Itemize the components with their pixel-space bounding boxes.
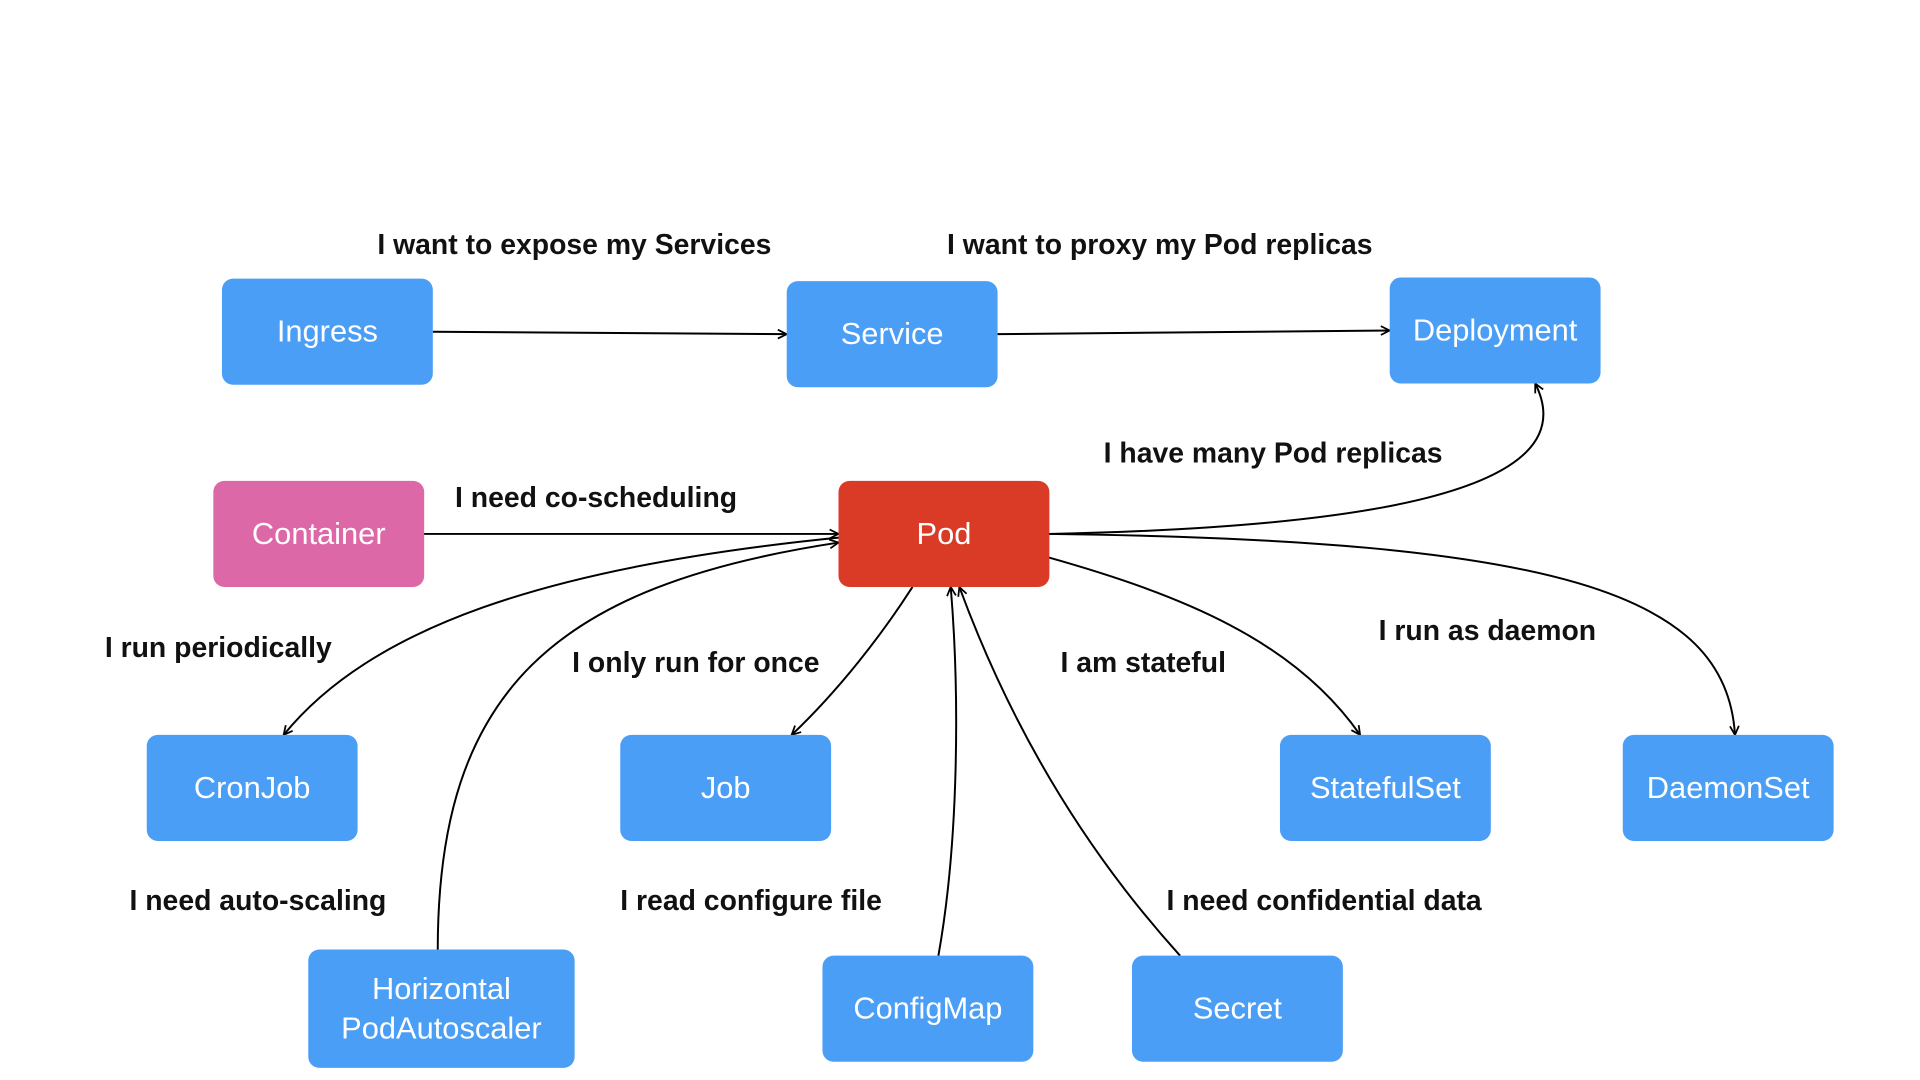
edge-pod-deployment [1048, 383, 1545, 535]
edge-pod-cronjob [284, 536, 839, 735]
daemonset-node-label: DaemonSet [1646, 770, 1810, 806]
configmap-node: ConfigMap [822, 955, 1034, 1062]
service-node: Service [786, 281, 998, 388]
deployment-node-label: Deployment [1412, 313, 1578, 348]
hpa-node: Horizontal PodAutoscaler [308, 949, 575, 1068]
label-stateful: I am stateful [1060, 646, 1226, 679]
label-proxy-replicas: I want to proxy my Pod replicas [947, 228, 1373, 261]
cronjob-node-label: CronJob [193, 770, 311, 806]
label-co-scheduling: I need co-scheduling [455, 480, 738, 513]
edge-hpa-pod [436, 543, 839, 950]
hpa-node-label: Horizontal PodAutoscaler [341, 971, 542, 1046]
ingress-node: Ingress [221, 278, 433, 385]
edge-service-deployment [997, 330, 1390, 334]
statefulset-node: StatefulSet [1279, 734, 1491, 841]
label-run-daemon: I run as daemon [1378, 614, 1597, 647]
edge-pod-job [792, 586, 914, 735]
job-node-label: Job [700, 770, 751, 806]
configmap-node-label: ConfigMap [853, 991, 1003, 1026]
edge-secret-pod [959, 587, 1181, 957]
pod-node-label: Pod [916, 516, 972, 552]
job-node: Job [620, 734, 832, 841]
cronjob-node: CronJob [146, 734, 358, 841]
label-read-config: I read configure file [620, 884, 882, 917]
edge-configmap-pod [937, 587, 958, 956]
secret-node: Secret [1131, 955, 1343, 1062]
service-node-label: Service [840, 316, 944, 352]
edge-pod-daemonset [1048, 532, 1735, 735]
daemonset-node: DaemonSet [1622, 734, 1834, 841]
container-node: Container [213, 480, 425, 587]
label-run-once: I only run for once [572, 646, 820, 679]
deployment-node: Deployment [1389, 277, 1601, 384]
label-run-periodically: I run periodically [104, 631, 332, 664]
container-node-label: Container [251, 516, 386, 552]
ingress-node-label: Ingress [276, 314, 378, 349]
edge-ingress-service [432, 332, 787, 334]
label-many-replicas: I have many Pod replicas [1103, 436, 1443, 469]
label-confidential: I need confidential data [1166, 884, 1482, 917]
pod-node: Pod [838, 480, 1050, 587]
edge-pod-statefulset [1047, 556, 1360, 735]
label-expose-services: I want to expose my Services [377, 228, 772, 261]
label-auto-scaling: I need auto-scaling [129, 884, 387, 917]
secret-node-label: Secret [1192, 991, 1282, 1026]
statefulset-node-label: StatefulSet [1309, 770, 1461, 806]
